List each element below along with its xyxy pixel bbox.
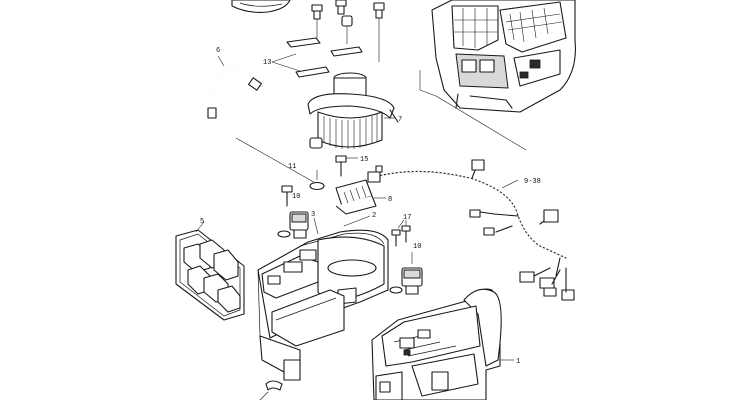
resistor bbox=[335, 179, 377, 215]
callout-9-38: 9-38 bbox=[524, 178, 541, 186]
leader-lines bbox=[235, 70, 527, 186]
callout-15: 15 bbox=[360, 156, 368, 164]
screw-left bbox=[281, 185, 293, 207]
callout-5: 5 bbox=[200, 218, 204, 226]
heater-unit-assembly bbox=[431, 0, 576, 113]
callout-17: 17 bbox=[403, 214, 411, 222]
top-cover-fragment bbox=[231, 0, 291, 13]
callout-8: 8 bbox=[388, 196, 392, 204]
callout-13: 13 bbox=[263, 59, 271, 67]
washer-11 bbox=[309, 170, 325, 191]
callout-2: 2 bbox=[372, 212, 376, 220]
clip bbox=[265, 380, 283, 391]
gasket-strips bbox=[286, 37, 363, 78]
callout-10-left: 10 bbox=[292, 193, 300, 201]
callout-labels: 6 13 7 11 15 9-38 8 10 3 2 17 5 10 1 bbox=[200, 47, 541, 366]
callout-10-right: 10 bbox=[413, 243, 421, 251]
screw-15 bbox=[335, 155, 347, 177]
hose bbox=[207, 67, 263, 119]
lower-case bbox=[257, 229, 389, 381]
callout-6: 6 bbox=[216, 47, 220, 55]
front-housing bbox=[371, 288, 502, 400]
callout-11: 11 bbox=[288, 163, 296, 171]
actuator-right bbox=[389, 267, 423, 295]
wire-harness bbox=[367, 159, 575, 301]
callout-3: 3 bbox=[311, 211, 315, 219]
callout-1: 1 bbox=[516, 358, 520, 366]
mounting-screws bbox=[311, 0, 385, 62]
blower-motor-assembly bbox=[307, 72, 399, 149]
actuator-left bbox=[277, 211, 309, 239]
air-filter bbox=[175, 229, 245, 321]
screws-17 bbox=[391, 225, 411, 247]
callout-7: 7 bbox=[398, 116, 402, 124]
